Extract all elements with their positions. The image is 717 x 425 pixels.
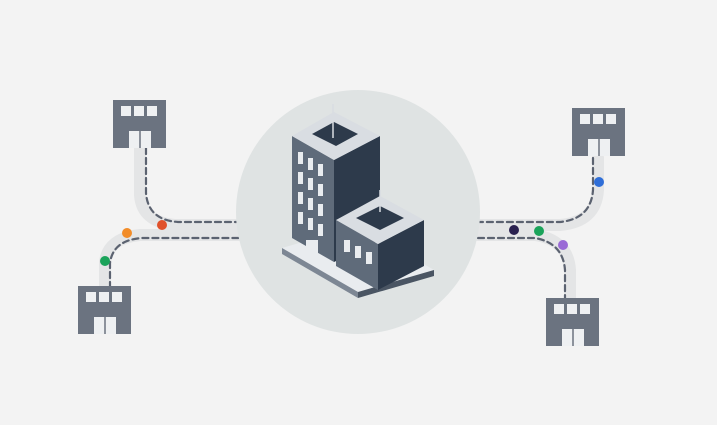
annex-roof-inset bbox=[356, 206, 404, 230]
annex-windows bbox=[344, 240, 372, 264]
route-top-right bbox=[476, 156, 595, 224]
data-dot-navy bbox=[509, 225, 519, 235]
road-top-right bbox=[472, 152, 604, 231]
data-dot-purple bbox=[558, 240, 568, 250]
branch-office-icon bbox=[546, 298, 599, 346]
route-top-left bbox=[144, 146, 242, 224]
route-bottom-left bbox=[108, 236, 242, 290]
branch-office-icon bbox=[78, 286, 131, 334]
road-top-left bbox=[134, 142, 246, 231]
tower-roof-inset bbox=[312, 122, 358, 146]
dashed-routes bbox=[108, 146, 595, 300]
tower-windows bbox=[298, 152, 323, 256]
data-dot-green-left bbox=[100, 256, 110, 266]
data-dot-orange bbox=[122, 228, 132, 238]
branch-office-icon bbox=[572, 108, 625, 156]
data-dot-blue bbox=[594, 177, 604, 187]
data-dot-red bbox=[157, 220, 167, 230]
headquarters-building-icon bbox=[282, 104, 434, 298]
building-base-left bbox=[282, 248, 358, 298]
building-base-right bbox=[358, 270, 434, 298]
route-bottom-right bbox=[476, 236, 567, 300]
branch-office-icon bbox=[113, 100, 166, 148]
data-dot-green-right bbox=[534, 226, 544, 236]
annex-right-face bbox=[378, 220, 424, 290]
